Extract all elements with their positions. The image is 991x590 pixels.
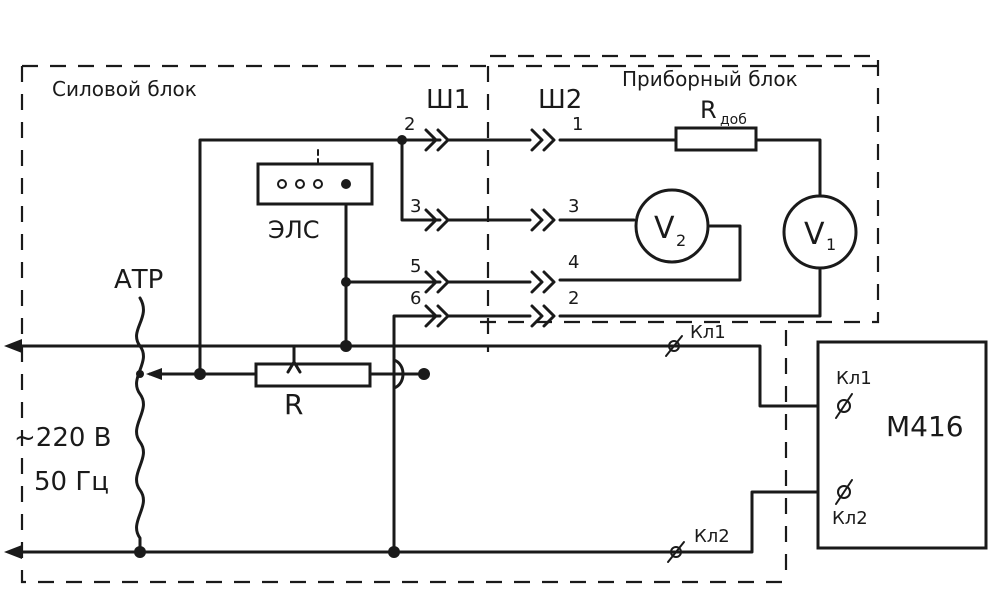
sh1-chevrons [424,128,464,328]
wire-feed-left [198,138,404,376]
els-sockets [277,179,351,189]
pin-sh1-3: 3 [410,196,421,217]
junction-dots [134,135,407,558]
pin-sh2-4: 4 [568,252,579,273]
pin-sh1-5: 5 [410,256,421,277]
connector-sh1-label: Ш1 [426,85,470,115]
power-block-title: Силовой блок [52,77,197,101]
terminal-kl2-line [667,541,685,563]
atr-label: АТР [114,265,163,295]
terminal-kl2-line-label: Кл2 [694,526,730,547]
power-block-boundary [20,64,880,584]
terminal-kl1-device-label: Кл1 [836,368,872,389]
pin-sh2-1: 1 [572,114,583,135]
atr-coil [135,296,145,554]
arrow-left-lower [4,545,22,559]
resistor-r [254,362,372,388]
voltmeter-v1-label: V [804,217,825,252]
arrow-r-input [146,368,162,380]
voltmeter-v1 [782,194,858,270]
wire-v2-pin4 [558,224,742,282]
wire-pin2-right [558,268,822,318]
terminal-kl1-line [665,335,683,357]
wire-crossing-loop [392,358,405,390]
resistor-r-add [674,126,758,152]
terminal-kl1-device [835,393,853,419]
els-label: ЭЛС [268,216,320,244]
wire-main-upper [8,344,846,408]
resistor-r-add-label: R [700,96,717,124]
switch-contact [418,368,430,380]
wire-pin6 [392,314,442,348]
device-m416-label: М416 [886,410,964,443]
voltmeter-v1-subscript: 1 [826,235,836,254]
wire-main-lower [8,490,846,554]
pin-sh1-2: 2 [404,114,415,135]
resistor-r-add-subscript: доб [720,112,747,128]
terminal-kl2-device [835,479,853,505]
voltmeter-v2 [634,188,710,264]
voltmeter-v2-label: V [654,211,675,246]
pin-sh2-3: 3 [568,196,579,217]
pin-sh1-6: 6 [410,288,421,309]
device-m416 [816,340,988,550]
supply-frequency-label: 50 Гц [34,467,109,497]
connector-sh2-label: Ш2 [538,85,582,115]
wire-radd-v1 [754,138,822,198]
sh2-chevrons [460,128,556,328]
pin-sh2-2: 2 [568,288,579,309]
terminal-kl2-device-label: Кл2 [832,508,868,529]
wire-pin3-left [400,138,442,222]
instrument-block-title: Приборный блок [622,67,798,91]
supply-voltage-label: ~220 В [14,423,112,453]
resistor-r-wiper-arrow [286,360,302,374]
resistor-r-label: R [284,388,303,421]
arrow-left-upper [4,339,22,353]
terminal-kl1-line-label: Кл1 [690,322,726,343]
voltmeter-v2-subscript: 2 [676,231,686,250]
